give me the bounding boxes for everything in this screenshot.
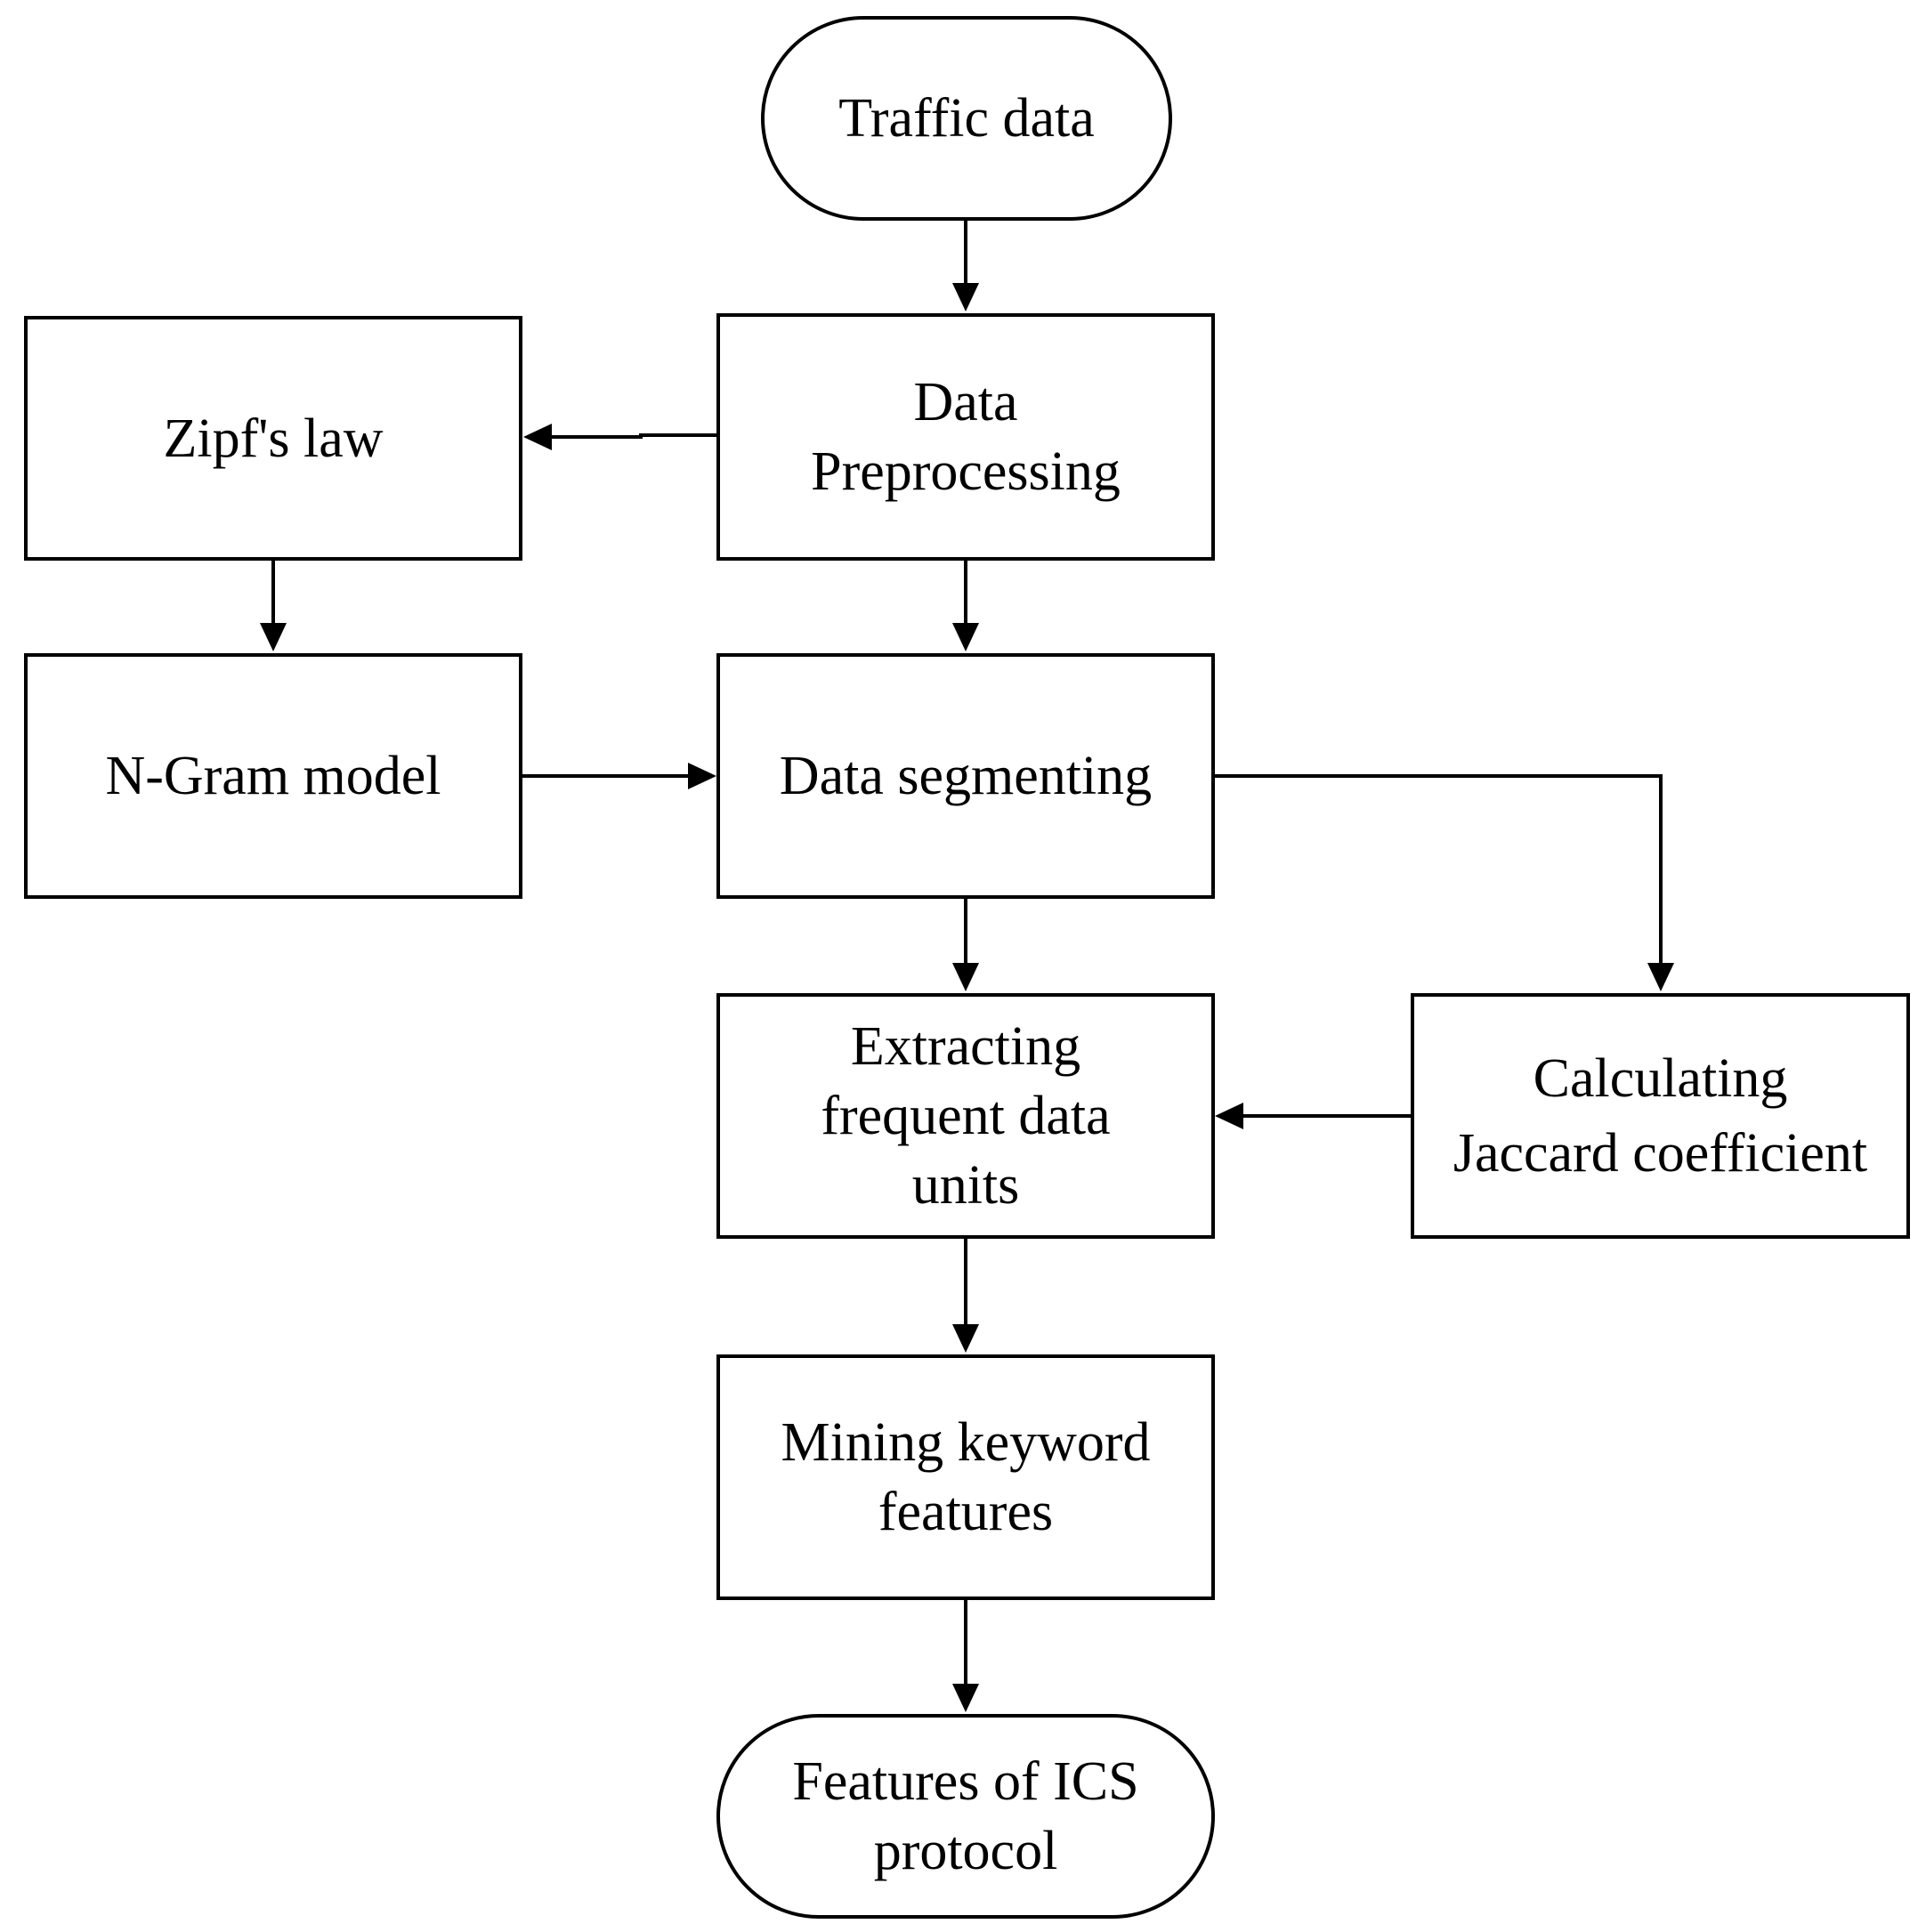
node-line: Jaccard coefficient — [1453, 1123, 1868, 1184]
arrowhead — [952, 1324, 979, 1353]
node-extracting-units: Extracting frequent data units — [716, 993, 1215, 1239]
node-line: frequent data — [821, 1086, 1111, 1146]
node-zipfs-law: Zipf's law — [24, 316, 522, 561]
node-line: Extracting — [850, 1016, 1081, 1077]
node-line: Preprocessing — [811, 441, 1121, 502]
arrowhead — [1647, 963, 1674, 991]
node-features-ics: Features of ICS protocol — [716, 1714, 1215, 1919]
arrowhead — [952, 283, 979, 311]
edge-segmenting-to-jaccard — [1215, 774, 1663, 963]
arrowhead — [952, 623, 979, 651]
node-line: Calculating — [1533, 1048, 1788, 1109]
node-line: protocol — [873, 1821, 1058, 1881]
node-line: Traffic data — [838, 88, 1095, 149]
node-line: Features of ICS — [792, 1751, 1139, 1812]
arrowhead — [688, 763, 716, 789]
arrowhead — [952, 963, 979, 991]
node-line: Mining keyword — [781, 1412, 1151, 1473]
node-traffic-data: Traffic data — [761, 16, 1172, 221]
node-data-preprocessing: Data Preprocessing — [716, 313, 1215, 561]
arrowhead — [952, 1684, 979, 1712]
node-mining-keyword: Mining keyword features — [716, 1354, 1215, 1600]
arrowhead — [260, 623, 287, 651]
node-calculating-jaccard: Calculating Jaccard coefficient — [1411, 993, 1910, 1239]
node-line: features — [878, 1482, 1054, 1542]
arrowhead — [1215, 1103, 1243, 1129]
node-line: N-Gram model — [105, 746, 441, 806]
node-data-segmenting: Data segmenting — [716, 653, 1215, 899]
node-line: Zipf's law — [163, 408, 384, 469]
node-ngram-model: N-Gram model — [24, 653, 522, 899]
node-line: Data segmenting — [779, 746, 1153, 806]
node-line: units — [911, 1155, 1020, 1216]
node-line: Data — [913, 372, 1018, 432]
arrowhead — [523, 424, 552, 450]
edge-preprocessing-to-zipf — [552, 433, 716, 439]
